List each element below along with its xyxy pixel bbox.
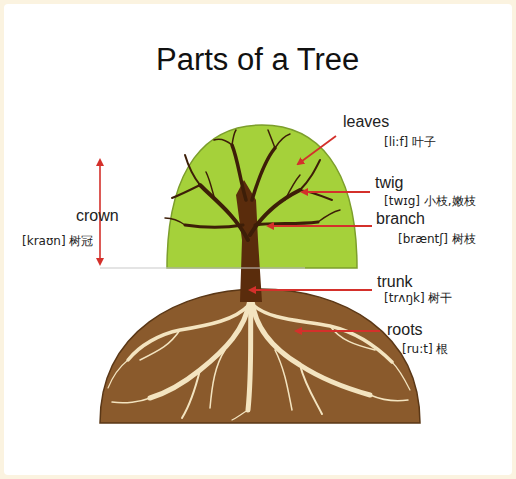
branches-shape [165, 130, 340, 240]
leader-arrows [250, 136, 380, 331]
phonetic-label: [li:f] 叶子 [384, 134, 436, 151]
ground-shape [100, 289, 420, 423]
phonetic-label: [kraʊn] 树冠 [22, 233, 93, 250]
part-name: leaves [343, 113, 389, 131]
roots-shape [108, 300, 410, 420]
part-name: twig [375, 174, 403, 192]
part-name: trunk [377, 273, 413, 291]
phonetic-label: [trʌŋk] 树干 [384, 290, 452, 307]
diagram-title: Parts of a Tree [156, 42, 359, 78]
part-name: roots [387, 321, 423, 339]
phonetic-label: [bræntʃ] 树枝 [398, 231, 476, 248]
crown-shape [167, 125, 357, 268]
crown-baseline [100, 268, 305, 269]
phonetic-label: [ru:t] 根 [402, 341, 448, 358]
part-name: crown [76, 207, 119, 225]
phonetic-label: [twɪg] 小枝,嫩枝 [384, 193, 476, 210]
part-name: branch [376, 210, 425, 228]
